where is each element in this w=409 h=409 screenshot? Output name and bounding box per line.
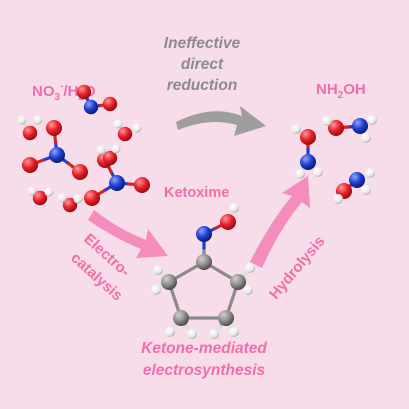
hydrogen-atom: [187, 329, 197, 339]
direct-reduction-line2: direct: [181, 56, 224, 73]
direct-reduction-line1: Ineffective: [164, 35, 241, 52]
hydrogen-atom: [245, 263, 255, 273]
carbon-atom: [218, 310, 234, 326]
hydrogen-atom: [243, 285, 253, 295]
oxygen-atom: [22, 157, 38, 173]
oxygen-atom: [134, 177, 150, 193]
hydrogen-atom: [229, 327, 239, 337]
oxygen-atom: [76, 84, 92, 100]
carbon-atom: [161, 274, 177, 290]
hydrogen-atom: [361, 185, 371, 195]
oxygen-atom: [102, 150, 118, 166]
oxygen-atom: [220, 214, 236, 230]
hydrogen-atom: [27, 186, 37, 196]
hydrogen-atom: [17, 115, 27, 125]
hydrogen-atom: [291, 124, 301, 134]
hydrogen-atom: [313, 167, 323, 177]
hydrogen-atom: [209, 329, 219, 339]
nitrogen-atom: [196, 226, 212, 242]
product-label: NH2OH: [316, 81, 366, 101]
direct-reduction-line3: reduction: [167, 77, 238, 94]
hydrogen-atom: [33, 115, 43, 125]
direct-reduction-arrow: [176, 106, 266, 136]
carbon-atom: [173, 310, 189, 326]
hydrogen-atom: [113, 119, 123, 129]
oxygen-atom: [62, 197, 78, 213]
hydrolysis-arrow: [250, 176, 310, 268]
hydrogen-atom: [57, 193, 67, 203]
caption-line1: Ketone-mediated: [141, 340, 267, 357]
oxygen-atom: [300, 129, 316, 145]
hydrogen-atom: [295, 169, 305, 179]
hydrogen-atom: [73, 194, 83, 204]
intermediate-label: Ketoxime: [164, 185, 229, 201]
hydrogen-atom: [44, 187, 54, 197]
nitrogen-atom: [300, 154, 316, 170]
nitrogen-atom: [83, 99, 99, 115]
carbon-atom: [196, 254, 212, 270]
molecule-models: [17, 84, 377, 339]
hydrogen-atom: [333, 194, 343, 204]
oxygen-atom: [32, 190, 48, 206]
caption-line2: electrosynthesis: [143, 362, 266, 379]
oxygen-atom: [328, 120, 344, 136]
hydrogen-atom: [365, 168, 375, 178]
hydrogen-atom: [153, 265, 163, 275]
hydrogen-atom: [151, 285, 161, 295]
electrocatalysis-arrow: [88, 210, 168, 258]
oxygen-atom: [84, 190, 100, 206]
nitrogen-atom: [349, 172, 365, 188]
oxygen-atom: [102, 96, 118, 112]
oxygen-atom: [117, 126, 133, 142]
hydrogen-atom: [322, 116, 332, 126]
oxygen-atom: [46, 120, 62, 136]
carbon-atom: [230, 274, 246, 290]
hydrogen-atom: [367, 115, 377, 125]
oxygen-atom: [72, 164, 88, 180]
hydrogen-atom: [361, 133, 371, 143]
nitrogen-atom: [109, 175, 125, 191]
oxygen-atom: [22, 125, 38, 141]
step2-label: Hydrolysis: [266, 233, 328, 303]
hydrogen-atom: [111, 144, 121, 154]
hydrogen-atom: [165, 327, 175, 337]
nitrogen-atom: [49, 147, 65, 163]
nitrogen-atom: [352, 118, 368, 134]
hydrogen-atom: [96, 145, 106, 155]
hydrogen-atom: [229, 203, 239, 213]
hydrogen-atom: [132, 123, 142, 133]
